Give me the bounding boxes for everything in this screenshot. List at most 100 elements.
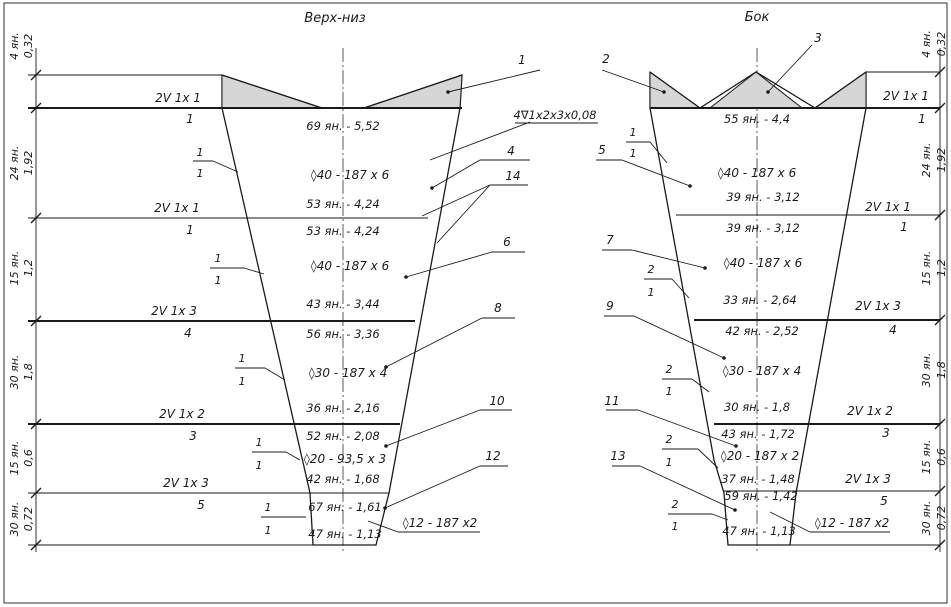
front-dim-length-6: 0,72	[22, 507, 35, 532]
side-row-count-6: 30 ян. - 1,8	[724, 400, 790, 414]
front-callout-8: 8	[384, 301, 515, 369]
side-dim-length-4: 1,8	[935, 361, 948, 379]
side-below-number-5: 5	[880, 494, 888, 508]
front-dim-count-6: 30 ян.	[8, 502, 21, 537]
front-wing-right-edge	[363, 74, 463, 109]
side-ratio-2: 2 1	[644, 263, 690, 299]
side-mesh-spec-4: ◊20 - 187 x 2	[721, 449, 799, 463]
front-wing-left-edge	[221, 74, 323, 109]
side-callout-9: 9	[604, 299, 726, 360]
svg-text:1: 1	[239, 352, 246, 365]
front-dim-length-1: 0,32	[22, 34, 35, 59]
svg-text:12: 12	[485, 449, 500, 463]
side-dim-count-2: 24 ян.	[920, 143, 933, 178]
front-seam-label-2: 2V 1x 1	[154, 201, 200, 215]
front-ratio-4: 1 1	[252, 436, 301, 472]
side-ratio-4: 2 1	[662, 433, 719, 469]
side-dim-count-1: 4 ян.	[920, 30, 933, 58]
side-row-count-5: 42 ян. - 2,52	[725, 324, 798, 338]
front-dim-count-2: 24 ян.	[8, 146, 21, 181]
svg-text:1: 1	[215, 274, 222, 287]
front-row-count-4: 43 ян. - 3,44	[306, 297, 379, 311]
svg-text:1: 1	[256, 436, 263, 449]
front-callout-1: 1	[446, 53, 541, 94]
side-dim-length-1: 0,32	[935, 32, 948, 57]
front-below-number-5: 5	[197, 498, 205, 512]
side-row-count-9: 59 ян. - 1,42	[724, 489, 797, 503]
front-dim-count-3: 15 ян.	[8, 251, 21, 286]
side-below-number-1: 1	[918, 112, 926, 126]
side-mesh-spec-2: ◊40 - 187 x 6	[724, 256, 803, 270]
svg-text:1: 1	[215, 252, 222, 265]
svg-text:5: 5	[598, 143, 606, 157]
svg-text:4: 4	[507, 144, 515, 158]
svg-text:2: 2	[602, 52, 610, 66]
side-mesh-spec-3: ◊30 - 187 x 4	[723, 364, 801, 378]
front-callout-14: 14	[421, 169, 528, 244]
front-row-count-2: 53 ян. - 4,24	[306, 197, 379, 211]
front-callout-6: 6	[404, 235, 525, 279]
side-view: Бок 4 ян. 0,32 24 ян. 1,92 15 ян.	[596, 10, 948, 552]
front-mesh-spec-1: ◊40 - 187 x 6	[311, 168, 390, 182]
svg-text:2: 2	[672, 498, 679, 511]
front-dim-count-4: 30 ян.	[8, 355, 21, 390]
svg-text:11: 11	[604, 394, 619, 408]
front-view: Верх-низ 4 ян. 0,32 24 ян. 1,92	[8, 11, 598, 552]
svg-text:13: 13	[610, 449, 625, 463]
svg-text:1: 1	[630, 126, 637, 139]
side-ratio-5: 2 1	[668, 498, 729, 533]
side-dim-count-3: 15 ян.	[920, 251, 933, 286]
front-row-count-10: 47 ян. - 1,13	[308, 527, 381, 541]
svg-text:1: 1	[256, 459, 263, 472]
side-callout-11: 11	[604, 394, 738, 448]
svg-text:1: 1	[630, 147, 637, 160]
side-seam-label-4: 2V 1x 2	[847, 404, 893, 418]
side-dim-count-5: 15 ян.	[920, 440, 933, 475]
svg-text:9: 9	[606, 299, 614, 313]
svg-text:1: 1	[672, 520, 679, 533]
front-ratio-2: 1 1	[210, 252, 265, 287]
side-seam-label-2: 2V 1x 1	[865, 200, 911, 214]
side-dim-count-6: 30 ян.	[920, 501, 933, 536]
side-view-title: Бок	[745, 10, 770, 25]
front-ratio-1: 1 1	[193, 146, 239, 180]
side-dim-ticks	[934, 66, 946, 551]
side-callout-5: 5	[596, 143, 692, 188]
front-seam-label-1: 2V 1x 1	[155, 91, 201, 105]
front-mesh-spec-3: ◊30 - 187 x 4	[309, 366, 387, 380]
svg-text:2: 2	[648, 263, 655, 276]
front-row-count-7: 52 ян. - 2,08	[306, 429, 379, 443]
side-dim-length-3: 1,2	[935, 259, 948, 277]
side-row-count-7: 43 ян. - 1,72	[721, 427, 794, 441]
front-below-number-2: 1	[186, 223, 194, 237]
side-dim-length-5: 0,6	[935, 448, 948, 466]
side-callout-3: 3	[766, 31, 822, 94]
drawing-frame	[3, 2, 948, 604]
svg-text:6: 6	[503, 235, 511, 249]
front-callout-4: 4 4∇1x2x3x0,08	[429, 108, 598, 190]
front-wing	[221, 74, 463, 109]
svg-text:1: 1	[265, 501, 272, 514]
front-dim-length-5: 0,6	[22, 449, 35, 467]
side-row-count-8: 37 ян. - 1,48	[721, 472, 794, 486]
side-dim-length-2: 1,92	[935, 148, 948, 173]
front-row-count-5: 56 ян. - 3,36	[306, 327, 379, 341]
front-seam-label-4: 2V 1x 2	[159, 407, 205, 421]
side-mesh-spec-5: ◊12 - 187 x2	[815, 516, 890, 530]
side-below-number-2: 1	[900, 220, 908, 234]
svg-text:1: 1	[518, 53, 526, 67]
side-row-count-3: 39 ян. - 3,12	[726, 221, 799, 235]
svg-text:1: 1	[666, 456, 673, 469]
side-row-count-4: 33 ян. - 2,64	[723, 293, 796, 307]
side-callout-2: 2	[601, 52, 666, 94]
front-dim-count-5: 15 ян.	[8, 441, 21, 476]
side-seam-label-5: 2V 1x 3	[845, 472, 891, 486]
side-row-count-10: 47 ян. - 1,13	[722, 524, 795, 538]
front-below-number-1: 1	[186, 112, 194, 126]
side-wing-zigzag	[649, 71, 867, 109]
svg-text:2: 2	[666, 433, 673, 446]
svg-text:2: 2	[666, 363, 673, 376]
side-ratio-1: 1 1	[626, 126, 668, 164]
front-row-count-9: 67 ян. - 1,61	[308, 500, 381, 514]
